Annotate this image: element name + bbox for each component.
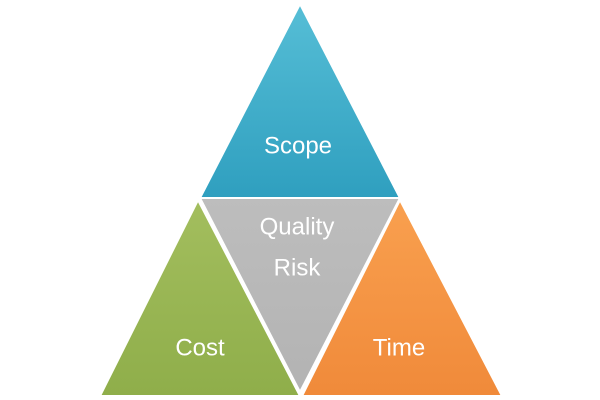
time-label: Time <box>373 334 425 361</box>
cost-label: Cost <box>175 334 225 361</box>
risk-label: Risk <box>274 254 322 281</box>
scope-label: Scope <box>264 132 332 159</box>
quality-label: Quality <box>260 213 335 240</box>
quality-risk-triangle <box>198 197 402 395</box>
cost-triangle <box>98 197 302 397</box>
time-triangle <box>300 197 504 397</box>
scope-triangle <box>198 1 402 199</box>
